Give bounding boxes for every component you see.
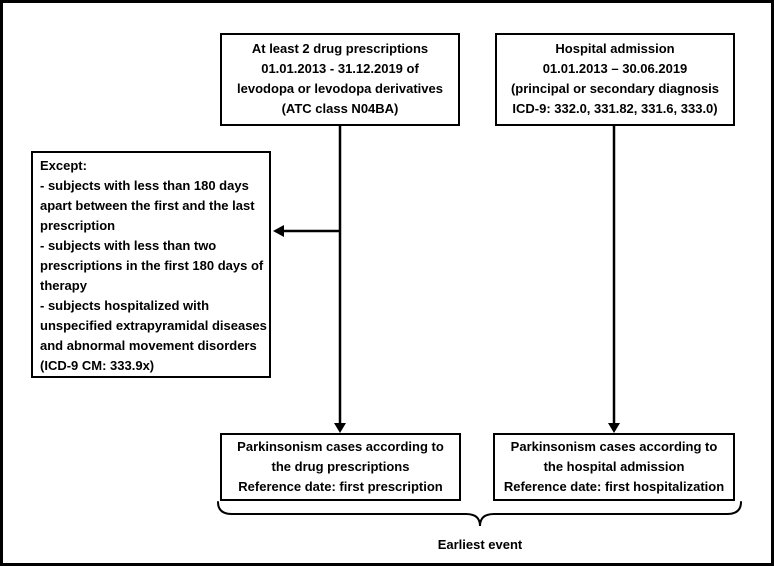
text-line: unspecified extrapyramidal diseases (40, 318, 267, 333)
text-line: 01.01.2013 - 31.12.2019 of (261, 61, 419, 76)
text-line: (principal or secondary diagnosis (510, 81, 720, 96)
text-line: Reference date: first prescription (238, 479, 443, 494)
text-line: (ICD-9 CM: 333.9x) (40, 358, 155, 373)
text-line: therapy (40, 278, 87, 293)
hospital-outcome-box: Parkinsonism cases according to the hosp… (493, 433, 735, 501)
text-line: ICD-9: 332.0, 331.82, 331.6, 333.0) (512, 101, 718, 116)
text-line: Parkinsonism cases according to (237, 439, 444, 454)
text-line: prescriptions in the first 180 days of (40, 258, 264, 273)
text-line: Reference date: first hospitalization (503, 479, 725, 494)
text-line: - subjects hospitalized with (40, 298, 210, 313)
exclusion-criteria-box: Except: - subjects with less than 180 da… (31, 151, 271, 378)
connector-overlay (217, 126, 742, 527)
text-line: the hospital admission (543, 459, 685, 474)
arrow-down-hospital-head-icon (608, 423, 620, 433)
text-line: Hospital admission (555, 41, 675, 56)
earliest-event-brace (217, 501, 742, 527)
text-line: and abnormal movement disorders (40, 338, 257, 353)
text-line: Except: (40, 158, 87, 173)
text-line: levodopa or levodopa derivatives (237, 81, 443, 96)
text-line: - subjects with less than two (40, 238, 217, 253)
text-line: (ATC class N04BA) (281, 101, 399, 116)
text-line: - subjects with less than 180 days (40, 178, 249, 193)
hospital-criteria-box: Hospital admission 01.01.2013 – 30.06.20… (495, 33, 735, 126)
text-line: Parkinsonism cases according to (510, 439, 718, 454)
drug-criteria-box: At least 2 drug prescriptions 01.01.2013… (220, 33, 460, 126)
text-line: 01.01.2013 – 30.06.2019 (542, 61, 688, 76)
text-line: the drug prescriptions (271, 459, 410, 474)
arrow-down-drug-head-icon (334, 423, 346, 433)
arrow-left-exclusion-head-icon (273, 225, 284, 237)
text-line: At least 2 drug prescriptions (251, 41, 429, 56)
text-line: apart between the first and the last (40, 198, 255, 213)
drug-outcome-box: Parkinsonism cases according to the drug… (220, 433, 461, 501)
text-line: prescription (40, 218, 116, 233)
earliest-event-label: Earliest event (437, 537, 523, 552)
